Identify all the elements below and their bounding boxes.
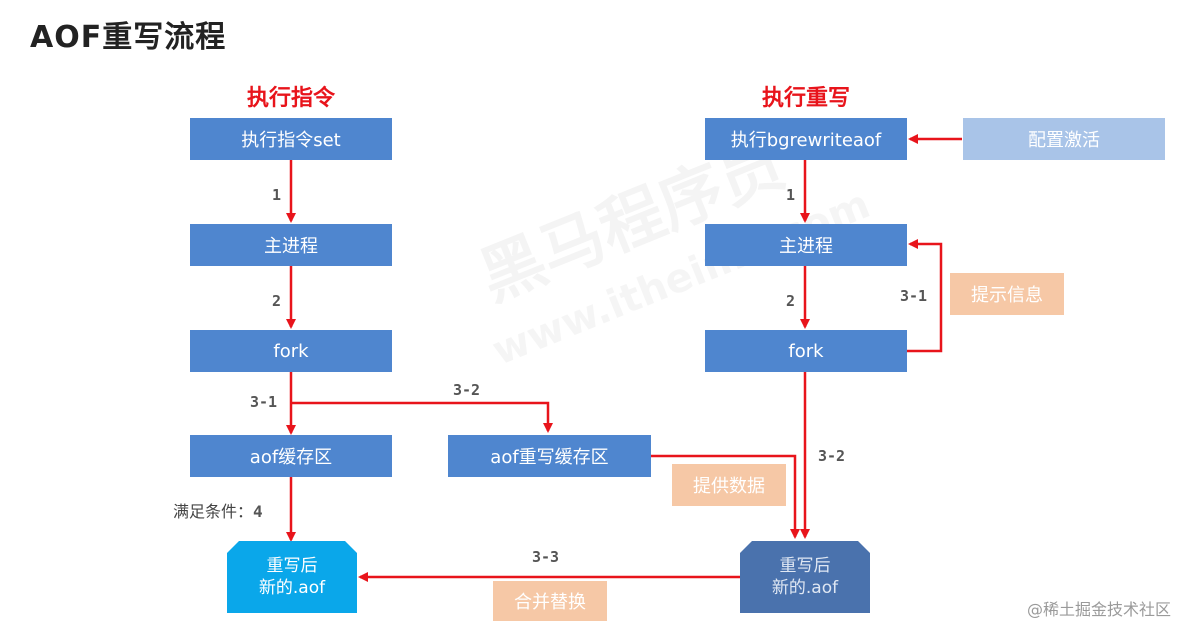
new-aof-file: 重写后 新的.aof <box>227 541 357 613</box>
step-label-right-3-2: 3-2 <box>818 447 846 465</box>
right-fork-box: fork <box>705 330 907 372</box>
rewritten-aof-line1: 重写后 <box>779 555 831 576</box>
bgrewriteaof-box: 执行bgrewriteaof <box>705 118 907 160</box>
merge-replace-note: 合并替换 <box>493 581 607 621</box>
step-label-right-1: 1 <box>786 186 796 204</box>
config-activate-box: 配置激活 <box>963 118 1165 160</box>
new-aof-line2: 新的.aof <box>258 578 326 598</box>
aof-buffer-box: aof缓存区 <box>190 435 392 477</box>
page-title: AOF重写流程 <box>30 20 227 55</box>
site-credit: @稀土掘金技术社区 <box>1026 600 1171 619</box>
left-main-process-box: 主进程 <box>190 224 392 266</box>
condition-label: 满足条件：4 <box>173 498 263 522</box>
right-heading: 执行重写 <box>761 86 850 111</box>
prompt-info-note: 提示信息 <box>950 273 1064 315</box>
condition-text: 满足条件： <box>173 502 254 521</box>
condition-number: 4 <box>253 502 263 521</box>
step-label-right-3-1: 3-1 <box>900 287 928 305</box>
left-fork-box: fork <box>190 330 392 372</box>
step-label-right-2: 2 <box>786 292 796 310</box>
step-label-left-3-2: 3-2 <box>453 381 481 399</box>
step-label-left-3-1: 3-1 <box>250 393 278 411</box>
left-heading: 执行指令 <box>246 86 335 111</box>
right-main-process-box: 主进程 <box>705 224 907 266</box>
rewritten-aof-line2: 新的.aof <box>771 578 839 598</box>
step-label-left-1: 1 <box>272 186 282 204</box>
new-aof-line1: 重写后 <box>266 555 318 576</box>
step-label-left-2: 2 <box>272 292 282 310</box>
provide-data-note: 提供数据 <box>672 464 786 506</box>
rewritten-aof-file: 重写后 新的.aof <box>740 541 870 613</box>
set-command-box: 执行指令set <box>190 118 392 160</box>
aof-rewrite-buffer-box: aof重写缓存区 <box>448 435 651 477</box>
step-label-3-3: 3-3 <box>532 548 560 566</box>
